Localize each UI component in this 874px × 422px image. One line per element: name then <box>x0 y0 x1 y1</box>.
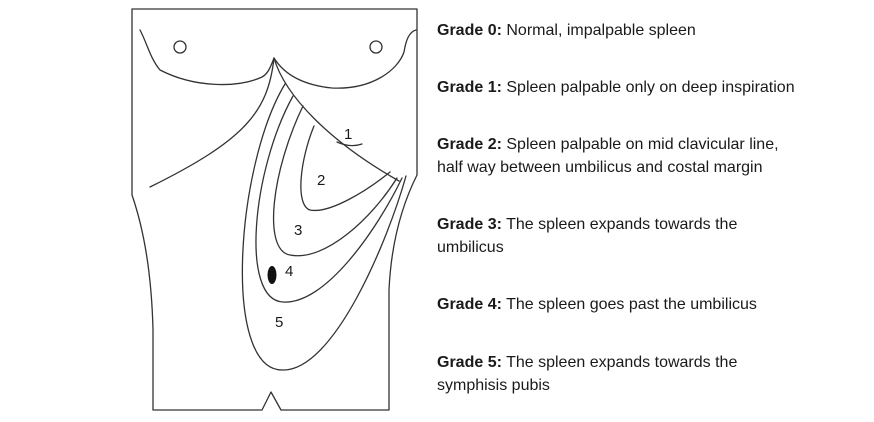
legend-grade-label: Grade 5: <box>437 354 502 371</box>
legend-grade-label: Grade 0: <box>437 22 502 39</box>
right-nipple <box>369 40 383 54</box>
left-nipple <box>173 40 187 54</box>
legend-grade-description: The spleen goes past the umbilicus <box>506 296 757 313</box>
zone-label-5: 5 <box>275 314 283 331</box>
zone-1-tick <box>336 141 363 147</box>
legend-grade-label: Grade 2: <box>437 136 502 153</box>
spleen-contour-5 <box>241 83 407 371</box>
legend-item-grade-3: Grade 3: The spleen expands towards the … <box>437 213 867 259</box>
legend-grade-description: Spleen palpable only on deep inspiration <box>506 79 795 96</box>
umbilicus <box>267 266 277 284</box>
zone-label-3: 3 <box>294 222 302 239</box>
legend-grade-description: The spleen expands towards the symphisis… <box>437 354 738 394</box>
zone-label-2: 2 <box>317 172 325 189</box>
legend-grade-description: Spleen palpable on mid clavicular line, … <box>437 136 779 176</box>
grade-legend: Grade 0: Normal, impalpable spleen Grade… <box>437 0 867 422</box>
spleen-contour-4 <box>255 95 403 303</box>
left-costal-margin <box>149 57 275 188</box>
right-costal-margin <box>273 57 400 182</box>
zone-label-1: 1 <box>344 126 352 143</box>
zone-label-4: 4 <box>285 263 293 280</box>
legend-grade-label: Grade 4: <box>437 296 502 313</box>
legend-item-grade-4: Grade 4: The spleen goes past the umbili… <box>437 293 867 316</box>
legend-item-grade-2: Grade 2: Spleen palpable on mid clavicul… <box>437 133 867 179</box>
torso-outline <box>131 8 418 411</box>
legend-grade-label: Grade 1: <box>437 79 502 96</box>
legend-item-grade-1: Grade 1: Spleen palpable only on deep in… <box>437 76 867 99</box>
legend-grade-label: Grade 3: <box>437 216 502 233</box>
neck-shoulder-line <box>139 29 417 89</box>
legend-grade-description: The spleen expands towards the umbilicus <box>437 216 738 256</box>
spleen-contour-3 <box>272 105 398 257</box>
legend-grade-description: Normal, impalpable spleen <box>506 22 696 39</box>
legend-item-grade-5: Grade 5: The spleen expands towards the … <box>437 351 867 397</box>
legend-item-grade-0: Grade 0: Normal, impalpable spleen <box>437 19 867 42</box>
spleen-contour-2 <box>300 125 391 212</box>
